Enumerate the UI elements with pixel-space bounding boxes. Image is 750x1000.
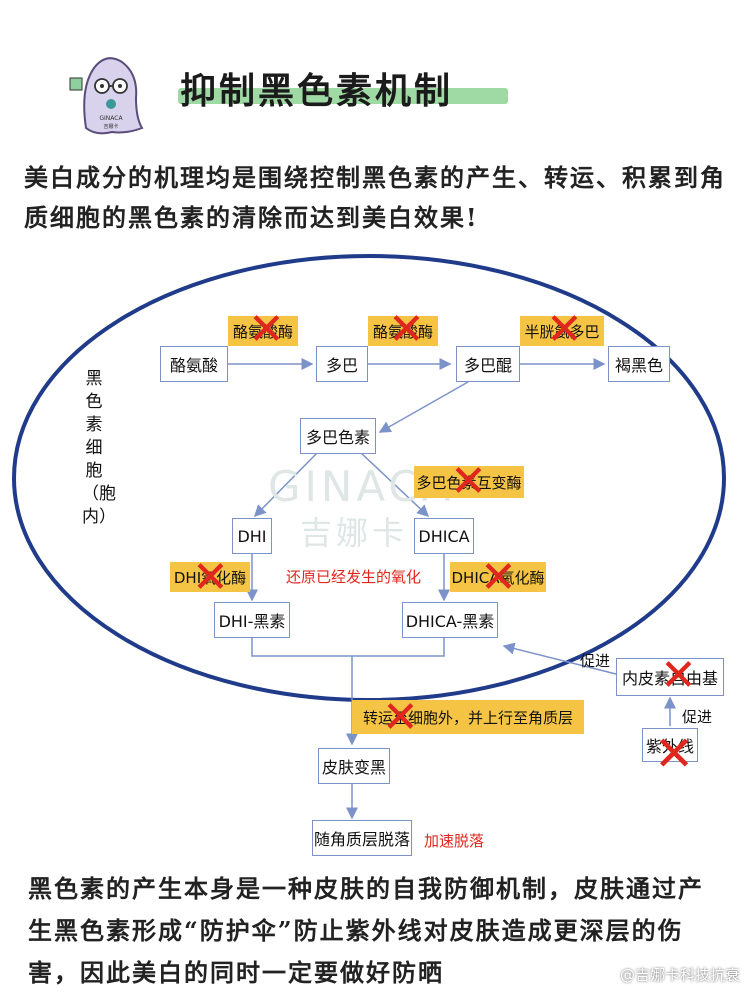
node-shedding: 随角质层脱落	[312, 820, 412, 856]
node-dopachrome: 多巴色素	[300, 418, 376, 454]
node-dhica: DHICA	[414, 518, 474, 554]
enzyme-tyrosinase-1: 酪氨酸酶	[228, 316, 298, 346]
node-brown-black: 褐黑色	[608, 346, 670, 382]
page-title: 抑制黑色素机制	[180, 71, 454, 112]
cross-icon: ✕	[654, 726, 695, 782]
node-uv: 紫外线	[642, 728, 698, 762]
outro-text: 黑色素的产生本身是一种皮肤的自我防御机制，皮肤通过产生黑色素形成“防护伞”防止紫…	[28, 874, 704, 987]
enzyme-dhica-oxidase: DHICA氧化酶	[450, 562, 546, 592]
cross-icon: ✕	[192, 552, 229, 603]
enzyme-tautomerase: 多巴色素互变酶	[414, 466, 524, 498]
mascot-text-cn: 吉娜卡	[103, 123, 118, 130]
enzyme-cysteine-dopa: 半胱氨多巴	[520, 316, 604, 346]
cross-icon: ✕	[382, 692, 419, 743]
cross-icon: ✕	[450, 456, 487, 507]
cross-icon: ✕	[546, 304, 583, 355]
enzyme-dhi-oxidase: DHI氧化酶	[170, 562, 250, 592]
node-tyrosine: 酪氨酸	[160, 346, 228, 382]
note-accelerate: 加速脱落	[424, 832, 485, 850]
note-promote-1: 促进	[580, 652, 611, 670]
node-dopa: 多巴	[316, 346, 368, 382]
cross-icon: ✕	[388, 304, 425, 355]
node-dhica-melanin: DHICA-黑素	[402, 602, 498, 638]
enzyme-tyrosinase-2: 酪氨酸酶	[368, 316, 438, 346]
note-promote-2: 促进	[682, 708, 713, 726]
enzyme-transport: 转运至细胞外，并上行至角质层	[352, 700, 584, 734]
node-dhi-melanin: DHI-黑素	[214, 602, 290, 638]
cross-icon: ✕	[248, 304, 285, 355]
intro-text: 美白成分的机理均是围绕控制黑色素的产生、转运、积累到角质细胞的黑色素的清除而达到…	[24, 163, 726, 232]
title-highlight	[178, 88, 508, 104]
cell-label: 黑色素细胞（胞内）	[82, 369, 116, 527]
note-reduce: 还原已经发生的氧化	[286, 568, 422, 586]
node-dopaquinone: 多巴醌	[456, 346, 520, 382]
cross-icon: ✕	[660, 650, 697, 701]
mascot-text-en: GINACA	[99, 115, 123, 122]
watermark-cn: 吉娜卡	[300, 514, 409, 552]
node-free-radical: 内皮素自由基	[616, 658, 724, 696]
node-dhi: DHI	[232, 518, 272, 554]
cross-icon: ✕	[480, 552, 517, 603]
byline: @吉娜卡科技抗衰	[619, 966, 740, 984]
node-darkening: 皮肤变黑	[318, 748, 390, 784]
mascot-icon: GINACA 吉娜卡	[66, 48, 150, 136]
